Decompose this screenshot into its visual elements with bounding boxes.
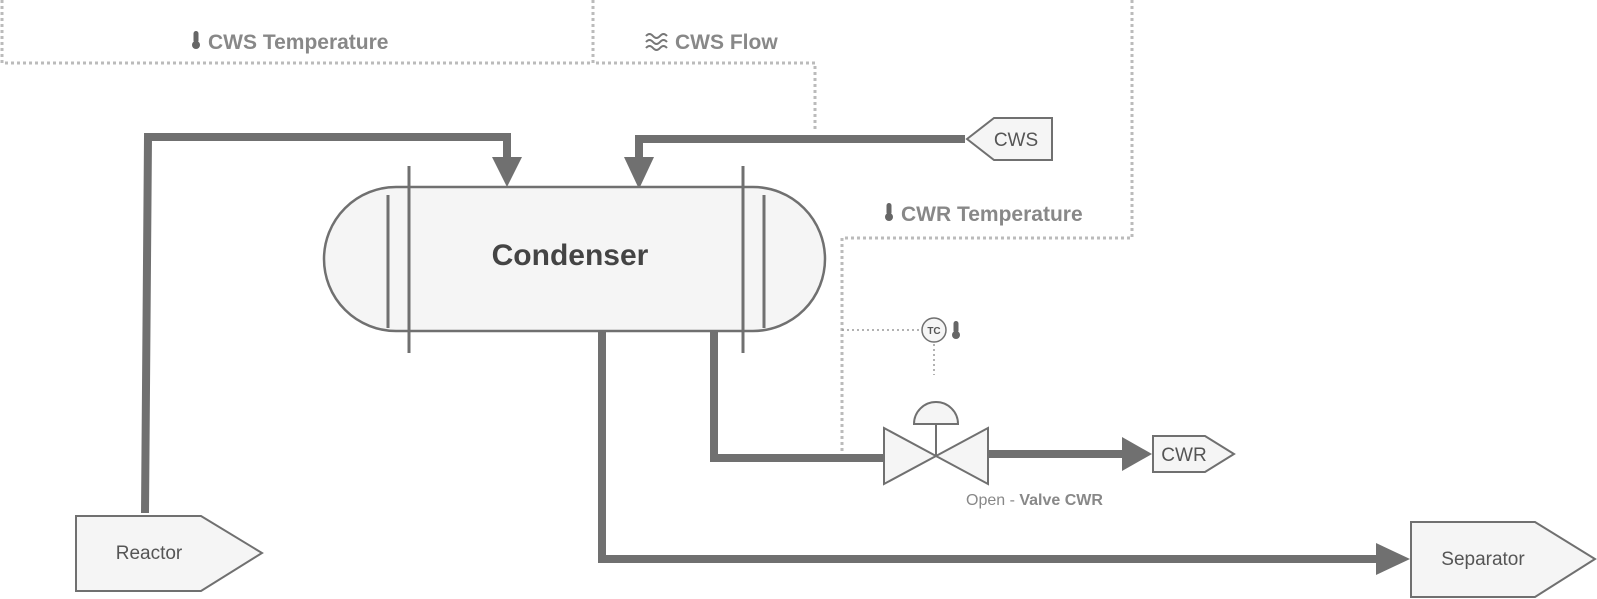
svg-text:CWR Temperature: CWR Temperature: [901, 203, 1083, 226]
pipes: [141, 133, 1410, 575]
arrow-right-icon: [1122, 437, 1152, 471]
arrow-right-icon: [1376, 543, 1410, 575]
thermometer-icon: [192, 31, 200, 49]
reactor-label: Reactor: [116, 543, 183, 564]
valve-actuator-icon: [912, 401, 960, 425]
reactor[interactable]: Reactor: [75, 515, 264, 592]
cws-connector-label: CWS: [994, 130, 1038, 151]
condenser-bottom-pipe: [598, 329, 1378, 563]
cwr-temperature-label: CWR Temperature: [885, 203, 1083, 226]
cws-connector[interactable]: CWS: [965, 117, 1053, 161]
separator[interactable]: Separator: [1410, 521, 1597, 598]
svg-text:CWS Flow: CWS Flow: [675, 31, 778, 54]
condenser[interactable]: Condenser: [322, 166, 827, 353]
svg-text:CWS Temperature: CWS Temperature: [208, 31, 388, 54]
arrow-down-icon: [624, 157, 654, 189]
cwr-connector[interactable]: CWR: [1152, 435, 1236, 473]
signal-lines: [0, 0, 1134, 455]
cws-temperature-label: CWS Temperature: [192, 31, 388, 54]
thermometer-icon: [885, 203, 893, 221]
arrow-down-icon: [492, 157, 522, 187]
separator-label: Separator: [1441, 549, 1525, 570]
cwr-connector-label: CWR: [1161, 445, 1206, 466]
condenser-outlet-pipe: [710, 329, 883, 462]
valve-cwr[interactable]: [883, 401, 989, 486]
temperature-controller[interactable]: TC: [921, 317, 960, 343]
flow-waves-icon: [645, 33, 668, 51]
condenser-label: Condenser: [492, 239, 649, 272]
thermometer-icon: [952, 321, 960, 339]
cws-supply-pipe: [635, 135, 965, 160]
valve-status-label: Open - Valve CWR: [966, 492, 1103, 509]
cws-flow-label: CWS Flow: [645, 31, 778, 54]
tc-label: TC: [927, 326, 940, 337]
reactor-feed-pipe: [141, 133, 511, 514]
